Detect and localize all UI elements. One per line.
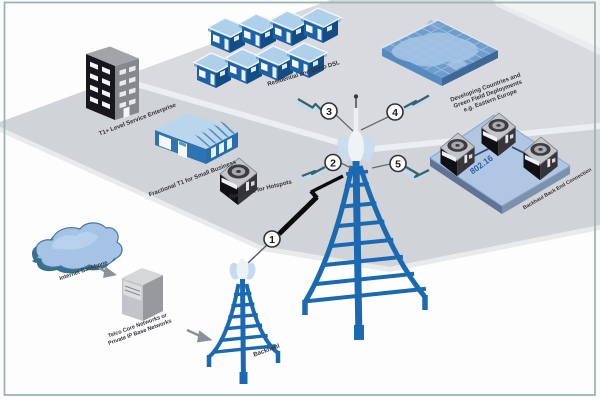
- svg-text:1: 1: [269, 234, 275, 246]
- svg-text:3: 3: [326, 106, 332, 118]
- svg-text:5: 5: [395, 158, 401, 170]
- svg-text:2: 2: [330, 157, 336, 169]
- svg-text:4: 4: [392, 107, 398, 119]
